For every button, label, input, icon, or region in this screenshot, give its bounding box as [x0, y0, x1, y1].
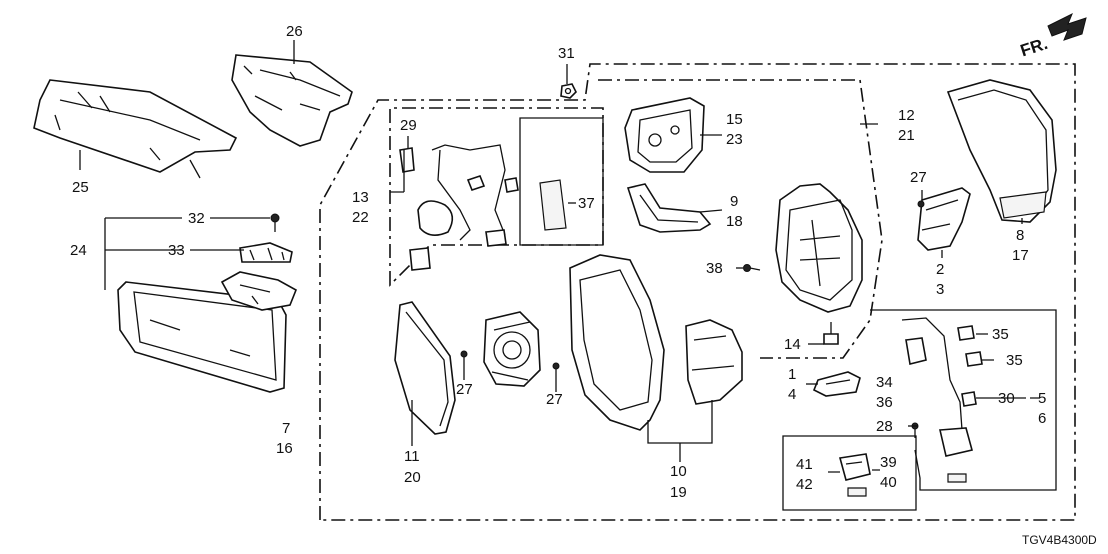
callout-14: 14	[784, 336, 801, 353]
part-8-mirror-cap	[946, 79, 1057, 223]
callout-41: 41	[796, 456, 813, 473]
front-direction-label: FR.	[1018, 34, 1050, 61]
part-27-screw-a	[917, 200, 925, 208]
part-9-trim	[626, 183, 712, 233]
callout-23: 23	[726, 131, 743, 148]
callout-24: 24	[70, 242, 87, 259]
callout-27-b: 27	[456, 381, 473, 398]
callout-19: 19	[670, 484, 687, 501]
part-30-clip	[961, 391, 977, 407]
part-11-mirror-glass	[394, 301, 456, 435]
part-38-screw	[743, 264, 761, 272]
callout-6: 6	[1038, 410, 1046, 427]
callout-5: 5	[1038, 390, 1046, 407]
part-2-turn-signal	[917, 187, 971, 251]
leader-lines	[79, 40, 1040, 473]
part-32-screw	[270, 213, 280, 232]
front-direction-arrow: FR.	[1018, 12, 1087, 61]
callout-39: 39	[880, 454, 897, 471]
part-14-screw	[823, 322, 839, 345]
sub-assembly-boundary	[598, 79, 883, 359]
part-27-screw-c	[552, 362, 560, 378]
callout-32: 32	[188, 210, 205, 227]
callout-38: 38	[706, 260, 723, 277]
callout-35-b: 35	[1006, 352, 1023, 369]
callouts: 26 25 32 24 33 7 16 31 29 13 22 37 15 23…	[70, 23, 1046, 501]
callout-31: 31	[558, 45, 575, 62]
part-25-cover	[33, 79, 238, 179]
part-35-clip-b	[965, 351, 983, 367]
part-35-clip-a	[957, 325, 975, 341]
callout-27-c: 27	[546, 391, 563, 408]
callout-15: 15	[726, 111, 743, 128]
part-31-nut	[560, 83, 577, 99]
callout-4: 4	[788, 386, 796, 403]
camera-group-box	[870, 309, 1057, 491]
callout-10: 10	[670, 463, 687, 480]
callout-30: 30	[998, 390, 1015, 407]
mirror-actuator-motor	[483, 311, 541, 387]
part-12-mirror-base	[775, 183, 863, 313]
callout-42: 42	[796, 476, 813, 493]
part-37-label	[539, 179, 567, 231]
callout-8: 8	[1016, 227, 1024, 244]
callout-25: 25	[72, 179, 89, 196]
solid-subgroup-box	[519, 117, 604, 246]
callout-40: 40	[880, 474, 897, 491]
callout-34: 34	[876, 374, 893, 391]
callout-9: 9	[730, 193, 738, 210]
part-15-actuator	[624, 97, 705, 173]
callout-22: 22	[352, 209, 369, 226]
callout-33: 33	[168, 242, 185, 259]
part-29-clip	[399, 147, 415, 173]
part-13-wire-harness	[409, 144, 519, 271]
callout-11: 11	[404, 448, 420, 465]
mirror-mount	[220, 271, 298, 311]
part-33-mount-bracket	[239, 242, 293, 263]
callout-3: 3	[936, 281, 944, 298]
callout-1: 1	[788, 366, 796, 383]
part-1-bracket	[812, 371, 861, 397]
part-34-camera-harness	[901, 317, 973, 483]
callout-12: 12	[898, 107, 915, 124]
callout-2: 2	[936, 261, 944, 278]
callout-18: 18	[726, 213, 743, 230]
callout-21: 21	[898, 127, 915, 144]
mirror-assembly-boundary	[319, 63, 1076, 521]
callout-20: 20	[404, 469, 421, 486]
part-27-screw-b	[460, 350, 468, 366]
callout-35-a: 35	[992, 326, 1009, 343]
callout-36: 36	[876, 394, 893, 411]
callout-16: 16	[276, 440, 293, 457]
callout-7: 7	[282, 420, 290, 437]
callout-17: 17	[1012, 247, 1029, 264]
part-26-base-cover	[231, 54, 353, 147]
part-39-camera	[838, 453, 871, 497]
callout-13: 13	[352, 189, 369, 206]
callout-37: 37	[578, 195, 595, 212]
camera-lower-box	[782, 435, 917, 511]
callout-26: 26	[286, 23, 303, 40]
callout-28: 28	[876, 418, 893, 435]
diagram-code: TGV4B4300D	[1022, 533, 1097, 547]
callout-29: 29	[400, 117, 417, 134]
callout-27-a: 27	[910, 169, 927, 186]
part-10-mirror-housing	[569, 254, 743, 431]
